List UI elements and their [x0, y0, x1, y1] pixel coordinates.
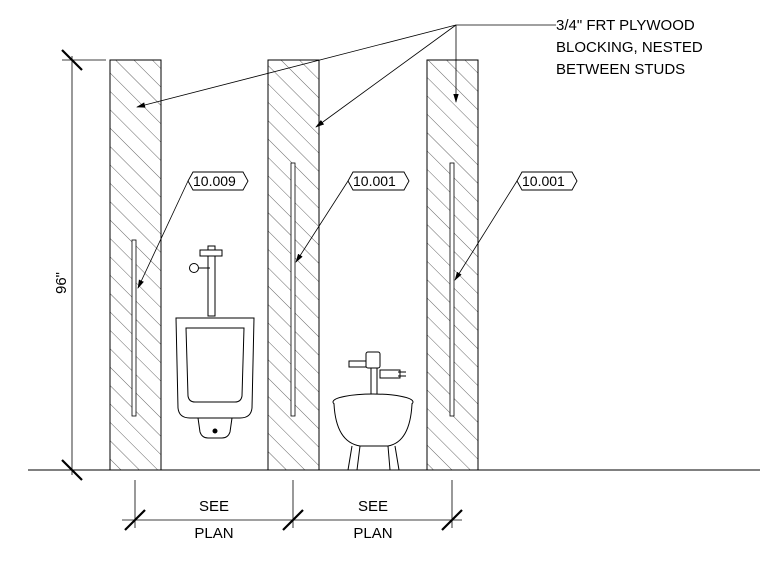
callout-leaders [136, 24, 556, 128]
grab-bar-right [449, 162, 455, 417]
toilet-fixture [332, 351, 414, 471]
detail-tag-middle-label: 10.001 [353, 173, 396, 189]
left-dimension-plan: PLAN [194, 525, 233, 542]
height-dimension [61, 49, 106, 481]
width-dimensions [122, 480, 463, 531]
grab-bar-left [131, 239, 137, 417]
height-dimension-label: 96" [53, 272, 70, 294]
detail-tag-middle: 10.001 [295, 171, 410, 263]
detail-tag-left: 10.009 [137, 171, 249, 289]
right-dimension-see: SEE [358, 498, 388, 515]
callout-line-1: 3/4" FRT PLYWOOD [556, 17, 695, 34]
callout-line-2: BLOCKING, NESTED [556, 39, 703, 56]
left-dimension-see: SEE [199, 498, 229, 515]
detail-tag-right-label: 10.001 [522, 173, 565, 189]
detail-tag-left-label: 10.009 [193, 173, 236, 189]
callout-line-3: BETWEEN STUDS [556, 61, 685, 78]
detail-tag-right: 10.001 [454, 171, 578, 281]
right-dimension-plan: PLAN [353, 525, 392, 542]
urinal-fixture [175, 245, 255, 439]
grab-bar-middle [290, 162, 296, 417]
